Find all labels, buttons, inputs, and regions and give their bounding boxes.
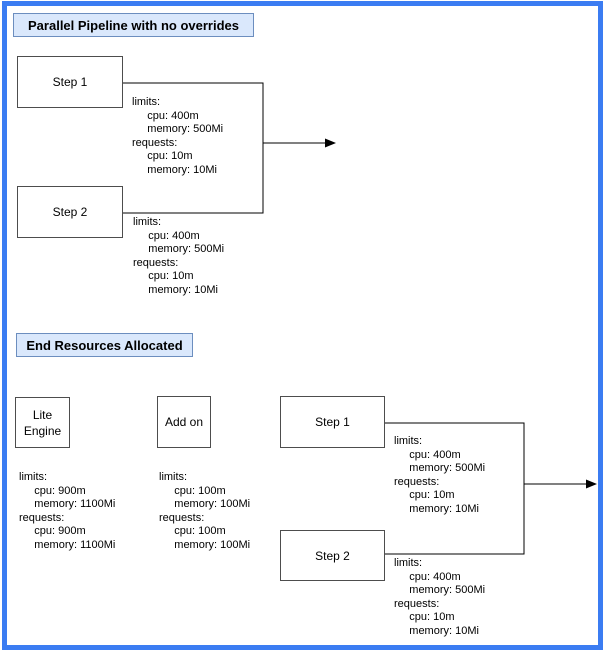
output-arrow-bottom-head <box>586 479 597 489</box>
resources-step2-top: limits: cpu: 400m memory: 500Mi requests… <box>133 216 225 296</box>
node-lite-engine: Lite Engine <box>15 397 70 448</box>
node-lite-engine-label: Lite Engine <box>23 407 62 438</box>
output-arrow-top-head <box>325 138 336 148</box>
node-step1-bottom-label: Step 1 <box>315 415 350 429</box>
resources-lite-engine: limits: cpu: 900m memory: 1100Mi request… <box>19 471 116 551</box>
resources-step2-bottom: limits: cpu: 400m memory: 500Mi requests… <box>394 557 486 637</box>
node-step2-top: Step 2 <box>17 186 123 238</box>
merge-connector-bottom <box>385 422 525 555</box>
node-step2-bottom-label: Step 2 <box>315 548 350 563</box>
section-title-parallel-pipeline: Parallel Pipeline with no overrides <box>13 13 254 37</box>
node-step1-bottom: Step 1 <box>280 396 385 448</box>
node-add-on-label: Add on <box>164 415 204 429</box>
node-step2-top-label: Step 2 <box>52 205 88 219</box>
merge-connector-top <box>123 82 264 214</box>
resources-add-on: limits: cpu: 100m memory: 100Mi requests… <box>159 471 251 551</box>
node-step1-top-label: Step 1 <box>52 75 88 89</box>
node-step1-top: Step 1 <box>17 56 123 108</box>
section-title-end-resources: End Resources Allocated <box>16 333 193 357</box>
node-step2-bottom: Step 2 <box>280 530 385 581</box>
resources-step1-bottom: limits: cpu: 400m memory: 500Mi requests… <box>394 435 486 515</box>
resources-step1-top: limits: cpu: 400m memory: 500Mi requests… <box>132 96 224 176</box>
node-add-on: Add on <box>157 396 211 448</box>
